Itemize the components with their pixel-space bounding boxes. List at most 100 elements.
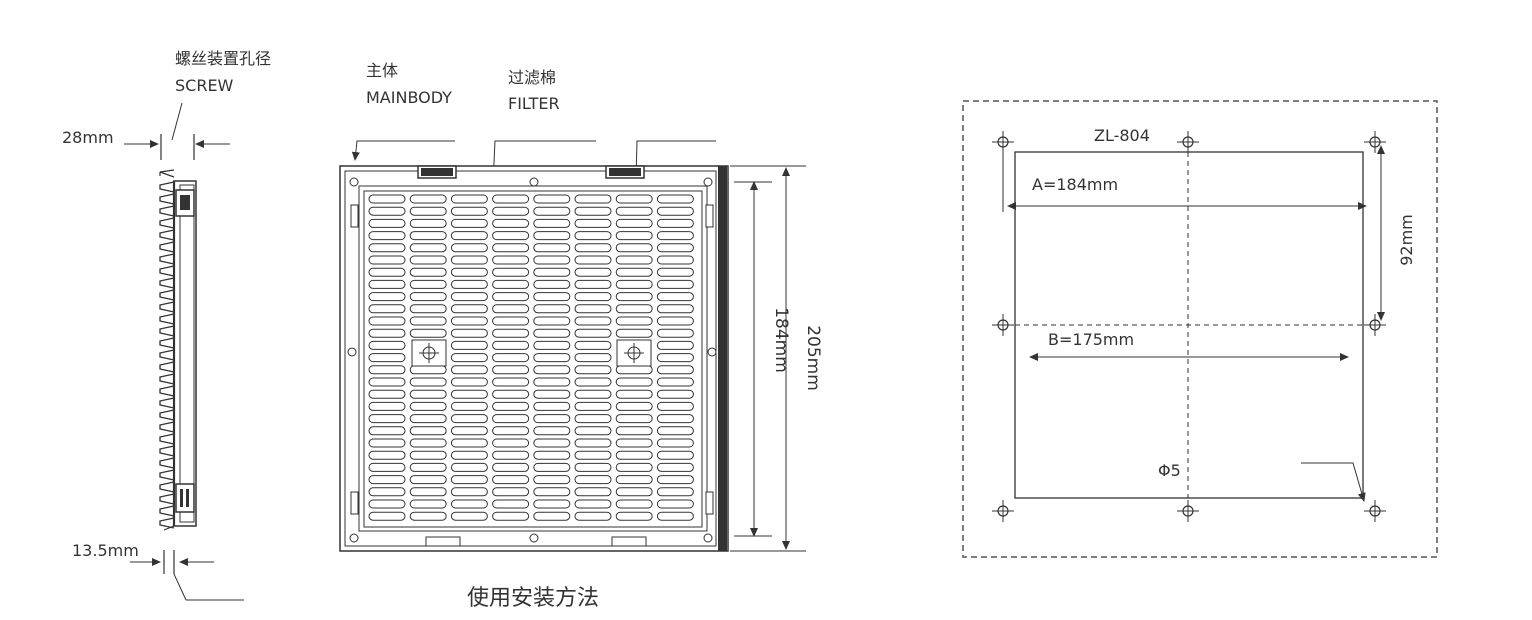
grille-slot bbox=[368, 292, 406, 302]
grille-slot bbox=[533, 365, 571, 375]
grille-slot bbox=[533, 414, 571, 424]
grille-slot bbox=[450, 304, 488, 314]
grille-slot bbox=[656, 267, 694, 277]
grille-slot bbox=[615, 475, 653, 485]
grille-slot bbox=[574, 389, 612, 399]
grille-slot bbox=[492, 304, 530, 314]
grille-slot bbox=[368, 365, 406, 375]
grille-slot bbox=[492, 255, 530, 265]
grille-slot bbox=[492, 194, 530, 204]
grille-slot bbox=[368, 462, 406, 472]
grille-slot bbox=[368, 401, 406, 411]
grille-slot bbox=[615, 365, 653, 375]
grille-slot bbox=[409, 462, 447, 472]
grille-slot bbox=[492, 328, 530, 338]
grille-slot bbox=[368, 450, 406, 460]
grille-slot bbox=[533, 231, 571, 241]
grille-slot bbox=[656, 487, 694, 497]
grille-slot bbox=[492, 279, 530, 289]
grille-slot bbox=[533, 292, 571, 302]
grille-slot bbox=[368, 475, 406, 485]
grille-slot bbox=[492, 511, 530, 521]
grille-slot bbox=[615, 401, 653, 411]
grille-slot bbox=[615, 487, 653, 497]
grille-slot bbox=[533, 353, 571, 363]
grille-slot bbox=[533, 499, 571, 509]
cutout-template: ZL-804 A=184mm B=175mm 92mm Φ5 bbox=[962, 100, 1438, 558]
grille-slot bbox=[368, 340, 406, 350]
mounting-hole-mark bbox=[992, 314, 1014, 336]
grille-slot bbox=[492, 438, 530, 448]
grille-slot bbox=[656, 438, 694, 448]
grille-slot bbox=[574, 267, 612, 277]
grille-slot bbox=[615, 426, 653, 436]
grille-slot bbox=[574, 231, 612, 241]
hole-label: Φ5 bbox=[1158, 461, 1181, 480]
grille-slot bbox=[409, 231, 447, 241]
grille-slot bbox=[656, 389, 694, 399]
filter-label-cn: 过滤棉 bbox=[508, 68, 556, 87]
grille-slot bbox=[574, 353, 612, 363]
grille-slot bbox=[615, 377, 653, 387]
grille-slot bbox=[656, 450, 694, 460]
grille-slot bbox=[450, 499, 488, 509]
grille-slot bbox=[450, 426, 488, 436]
grille-slot bbox=[492, 401, 530, 411]
grille-slot bbox=[492, 462, 530, 472]
grille-slot bbox=[656, 511, 694, 521]
grille-slot bbox=[368, 414, 406, 424]
grille-slot bbox=[450, 401, 488, 411]
grille-slot bbox=[368, 218, 406, 228]
grille-slot bbox=[574, 438, 612, 448]
grille-slot bbox=[450, 511, 488, 521]
grille-slot bbox=[656, 426, 694, 436]
grille-slot bbox=[533, 218, 571, 228]
grille-slot bbox=[615, 450, 653, 460]
grille-slot bbox=[450, 475, 488, 485]
grille-slot bbox=[615, 194, 653, 204]
grille-slot bbox=[656, 462, 694, 472]
dim-b-label: B=175mm bbox=[1048, 330, 1134, 349]
grille-slot bbox=[615, 438, 653, 448]
grille-slot bbox=[615, 328, 653, 338]
inner-height-label: 184mm bbox=[771, 307, 791, 373]
grille-slot bbox=[656, 243, 694, 253]
filter-label-en: FILTER bbox=[508, 94, 560, 113]
grille-slot bbox=[656, 279, 694, 289]
grille-slot bbox=[492, 414, 530, 424]
mounting-hole-mark bbox=[992, 500, 1014, 522]
grille-slot bbox=[533, 377, 571, 387]
grille-slot bbox=[656, 365, 694, 375]
grille-slot bbox=[533, 304, 571, 314]
mainbody-label-en: MAINBODY bbox=[366, 88, 452, 107]
grille-slot bbox=[574, 243, 612, 253]
side-edge bbox=[718, 166, 727, 551]
grille-slot bbox=[368, 487, 406, 497]
grille-slot bbox=[533, 206, 571, 216]
grille-slot bbox=[656, 499, 694, 509]
grille-slot bbox=[574, 328, 612, 338]
grille-slot bbox=[574, 450, 612, 460]
screw-label-cn: 螺丝装置孔径 bbox=[175, 49, 271, 68]
grille-slot bbox=[409, 218, 447, 228]
grille-slot bbox=[492, 426, 530, 436]
grille-slot bbox=[492, 267, 530, 277]
grille-slot bbox=[409, 426, 447, 436]
grille-slot bbox=[492, 206, 530, 216]
grille-slot bbox=[492, 487, 530, 497]
grille-slot bbox=[615, 255, 653, 265]
screw-boss-right bbox=[616, 339, 652, 367]
grille-slot bbox=[492, 340, 530, 350]
grille-slot bbox=[450, 462, 488, 472]
mounting-hole-mark bbox=[992, 131, 1014, 153]
grille-slot bbox=[533, 511, 571, 521]
grille-slot bbox=[368, 426, 406, 436]
top-dim-label: 28mm bbox=[62, 128, 114, 147]
grille-slot bbox=[615, 231, 653, 241]
grille-slot bbox=[492, 243, 530, 253]
grille-slot bbox=[533, 194, 571, 204]
grille-slot bbox=[574, 511, 612, 521]
grille-slot bbox=[450, 365, 488, 375]
grille-slot bbox=[450, 231, 488, 241]
